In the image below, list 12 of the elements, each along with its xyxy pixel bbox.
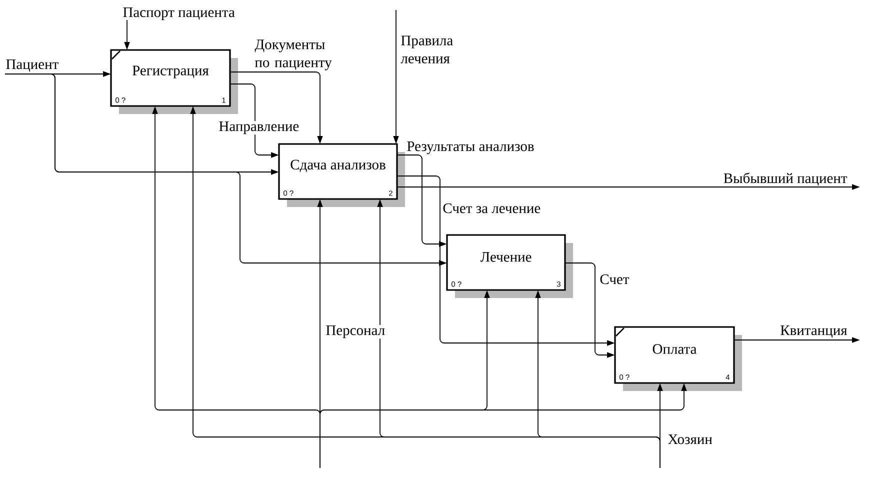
edge-label: Документы по пациенту xyxy=(254,40,332,70)
edge-label: Паспорт пациента xyxy=(123,8,235,20)
edge-label: Пациент xyxy=(6,60,58,72)
edge-label: Результаты анализов xyxy=(407,142,534,154)
edge-label: Выбывший пациент xyxy=(724,172,848,186)
edge-label: Квитанция xyxy=(780,326,848,338)
edge-label: Персонал xyxy=(325,325,386,339)
edge-label: Направление xyxy=(218,121,300,135)
edge-label: Правила лечения xyxy=(400,36,453,64)
edge-label: Счет за лечение xyxy=(443,203,540,214)
edge-label: Хозяин xyxy=(668,434,712,444)
edge-label: Счет xyxy=(600,274,630,284)
